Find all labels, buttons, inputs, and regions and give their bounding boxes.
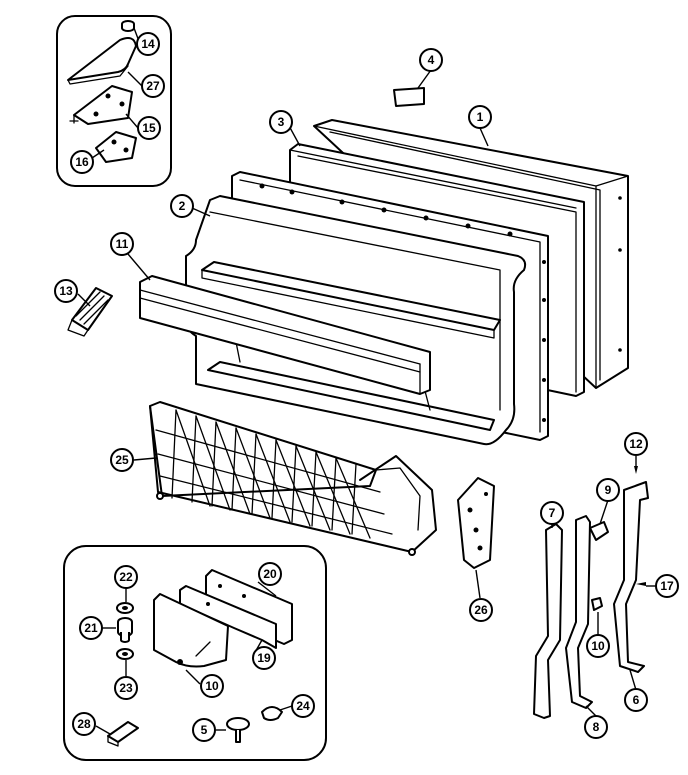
callout-label: 5 bbox=[201, 723, 208, 737]
callout-26: 26 bbox=[469, 598, 493, 622]
callout-27: 27 bbox=[141, 74, 165, 98]
part-17-screw bbox=[636, 582, 646, 586]
callout-label: 20 bbox=[263, 567, 277, 581]
leader-lines bbox=[77, 27, 656, 735]
part-28-clip bbox=[107, 721, 139, 747]
callout-22: 22 bbox=[114, 565, 138, 589]
part-2-inner-liner bbox=[185, 171, 549, 446]
callout-label: 25 bbox=[115, 453, 129, 467]
callout-label: 1 bbox=[477, 110, 484, 124]
callout-label: 3 bbox=[278, 115, 285, 129]
callout-2: 2 bbox=[170, 194, 194, 218]
callout-17: 17 bbox=[655, 574, 679, 598]
part-12-screw bbox=[634, 466, 638, 474]
callout-label: 10 bbox=[591, 639, 605, 653]
part-15-plate bbox=[69, 85, 133, 125]
part-9-clip bbox=[589, 521, 609, 541]
callout-10-inset: 10 bbox=[200, 674, 224, 698]
callout-label: 10 bbox=[205, 679, 219, 693]
part-16-plate bbox=[95, 131, 137, 163]
callout-20: 20 bbox=[258, 562, 282, 586]
callout-label: 12 bbox=[629, 437, 643, 451]
callout-label: 13 bbox=[59, 284, 73, 298]
callout-12: 12 bbox=[624, 432, 648, 456]
callout-label: 8 bbox=[593, 720, 600, 734]
callout-16: 16 bbox=[70, 150, 94, 174]
callout-1: 1 bbox=[468, 105, 492, 129]
callout-24: 24 bbox=[291, 694, 315, 718]
part-10-clip bbox=[591, 597, 603, 611]
callout-label: 26 bbox=[474, 603, 488, 617]
callout-label: 22 bbox=[119, 570, 133, 584]
callout-label: 24 bbox=[296, 699, 310, 713]
callout-label: 17 bbox=[660, 579, 674, 593]
callout-6: 6 bbox=[624, 688, 648, 712]
callout-label: 4 bbox=[428, 53, 435, 67]
part-4-tag bbox=[393, 87, 425, 107]
callout-4: 4 bbox=[419, 48, 443, 72]
part-14-cap bbox=[121, 20, 135, 32]
callout-19: 19 bbox=[252, 646, 276, 670]
callout-25: 25 bbox=[110, 448, 134, 472]
callout-9: 9 bbox=[596, 478, 620, 502]
callout-5: 5 bbox=[192, 718, 216, 742]
callout-3: 3 bbox=[269, 110, 293, 134]
part-21-bushing bbox=[117, 617, 133, 643]
part-13-end-cap bbox=[67, 287, 113, 337]
callout-label: 28 bbox=[77, 717, 91, 731]
inset-bottom-left bbox=[63, 545, 327, 761]
callout-label: 16 bbox=[75, 155, 89, 169]
part-23-washer bbox=[116, 648, 134, 660]
callout-label: 19 bbox=[257, 651, 271, 665]
part-11-shelf-rail bbox=[139, 275, 431, 395]
callout-label: 7 bbox=[549, 506, 556, 520]
part-5-plug bbox=[226, 717, 250, 743]
callout-15: 15 bbox=[137, 116, 161, 140]
callout-28: 28 bbox=[72, 712, 96, 736]
callout-10-right: 10 bbox=[586, 634, 610, 658]
part-7-hinge-bar bbox=[533, 523, 563, 719]
callout-label: 2 bbox=[179, 199, 186, 213]
part-26-bracket bbox=[457, 477, 495, 569]
callout-7: 7 bbox=[540, 501, 564, 525]
callout-label: 15 bbox=[142, 121, 156, 135]
callout-14: 14 bbox=[136, 32, 160, 56]
callout-label: 9 bbox=[605, 483, 612, 497]
callout-label: 6 bbox=[633, 693, 640, 707]
part-24-cap bbox=[261, 706, 283, 721]
callout-21: 21 bbox=[79, 616, 103, 640]
callout-label: 23 bbox=[119, 681, 133, 695]
part-25-wire-basket bbox=[149, 401, 437, 556]
callout-label: 27 bbox=[146, 79, 160, 93]
callout-label: 14 bbox=[141, 37, 155, 51]
callout-8: 8 bbox=[584, 715, 608, 739]
part-22-washer bbox=[116, 602, 134, 614]
callout-label: 21 bbox=[84, 621, 98, 635]
part-6-hinge-bar bbox=[613, 481, 649, 673]
part-27-cover bbox=[67, 37, 137, 85]
callout-23: 23 bbox=[114, 676, 138, 700]
inset-top-left bbox=[56, 15, 172, 187]
callout-11: 11 bbox=[110, 232, 134, 256]
callout-13: 13 bbox=[54, 279, 78, 303]
callout-label: 11 bbox=[116, 237, 129, 251]
basket-vertical-wires bbox=[171, 409, 371, 539]
part-8-hinge-bar bbox=[565, 515, 593, 709]
part-10-hinge-plate bbox=[153, 593, 229, 668]
